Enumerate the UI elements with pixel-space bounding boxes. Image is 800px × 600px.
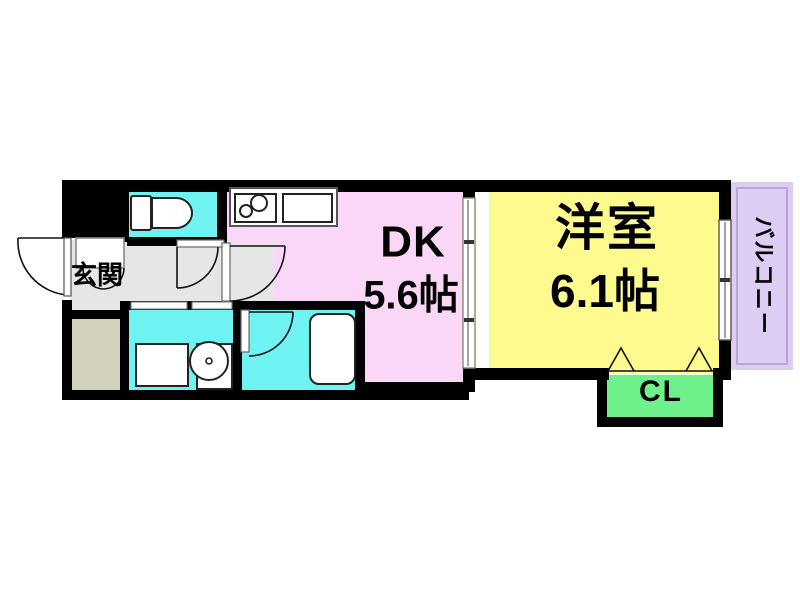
- label-dk: DK: [380, 218, 446, 267]
- washroom-fixtures: [135, 341, 233, 390]
- wall-right-upper: [719, 180, 731, 220]
- stove-burner-rear: [250, 194, 268, 212]
- washing-machine-space: [135, 343, 189, 387]
- room-washitsu: [489, 190, 721, 373]
- wall-genkan-bottom: [62, 310, 127, 319]
- balcony-inner-outline: [736, 187, 788, 365]
- toilet-door-opening: [176, 239, 225, 248]
- shoe-cabinet: [75, 237, 125, 269]
- label-genkan: 玄関: [71, 260, 123, 290]
- washroom-threshold: [130, 301, 233, 310]
- entrance-door-arc: [17, 237, 68, 296]
- wall-bath-right: [355, 301, 365, 396]
- genkan-inner-door-arc2: [103, 267, 125, 290]
- closet-folding-door: [607, 346, 713, 372]
- washroom-opening-right: [191, 301, 233, 310]
- closet-fold-left: [607, 346, 635, 372]
- wall-bedroom-bottom-left: [469, 368, 609, 380]
- wall-bottom-left: [62, 390, 469, 400]
- wall-closet-right: [713, 368, 723, 427]
- closet-fold-right: [685, 346, 713, 372]
- room-balcony: [731, 182, 793, 370]
- toilet-bowl: [151, 197, 193, 229]
- stove-burner-front: [239, 204, 253, 218]
- wall-hall-bottom: [120, 301, 360, 310]
- wash-basin: [189, 341, 229, 381]
- hall-dk-door-opening: [221, 242, 231, 302]
- balcony-door-handle: [720, 278, 730, 282]
- entrance-door: [17, 237, 72, 297]
- entrance-door-opening: [63, 237, 72, 297]
- wall-genkan-right-lower: [120, 301, 129, 396]
- wall-closet-bottom: [597, 417, 723, 427]
- dk-room-sliding-door: [462, 197, 476, 369]
- bathtub: [309, 313, 356, 385]
- kitchen-counter: [229, 187, 338, 227]
- doors: [17, 197, 732, 372]
- room-shoebox-step: [70, 318, 127, 390]
- wall-genkan-right: [120, 190, 129, 242]
- wall-dk-bottom: [355, 382, 469, 392]
- label-washitsu: 洋室: [555, 200, 659, 256]
- sliding-door-handle-top: [464, 240, 474, 244]
- label-washitsu-size: 6.1帖: [550, 265, 660, 317]
- hall-dk-door: [221, 242, 286, 302]
- label-dk-size: 5.6帖: [363, 274, 459, 318]
- toilet-door-arc: [176, 246, 219, 289]
- wall-top-outer: [62, 180, 731, 192]
- wall-toilet-right: [217, 190, 227, 242]
- bath-door: [240, 309, 294, 357]
- hall-dk-door-arc: [229, 245, 286, 302]
- toilet-fixture: [130, 195, 193, 231]
- basin-drain: [205, 357, 213, 365]
- wall-genkan-topblock: [62, 180, 124, 238]
- room-labels: DK 5.6帖 洋室 6.1帖 玄関 CL バルコニー: [71, 200, 776, 408]
- wall-closet-left: [597, 368, 607, 427]
- room-closet: [605, 375, 715, 419]
- washroom-opening-left: [130, 301, 188, 310]
- sliding-door-track: [462, 197, 476, 369]
- wall-washroom-bath: [233, 308, 242, 392]
- kitchen-sink: [282, 193, 333, 223]
- wall-dk-bedroom-top: [463, 180, 475, 198]
- genkan-inner-door-arc: [82, 267, 105, 290]
- sliding-door-handle-bottom: [464, 318, 474, 322]
- bath-door-arc: [248, 311, 294, 357]
- wall-left-lower: [62, 300, 72, 400]
- toilet-tank: [130, 195, 152, 231]
- label-closet: CL: [639, 375, 683, 408]
- room-hall: [127, 243, 274, 303]
- balcony-sliding-door: [718, 219, 732, 341]
- label-balcony: バルコニー: [751, 216, 776, 336]
- fixtures: [75, 187, 356, 390]
- bath-door-opening: [240, 309, 250, 353]
- genkan-inner-door: [82, 267, 125, 290]
